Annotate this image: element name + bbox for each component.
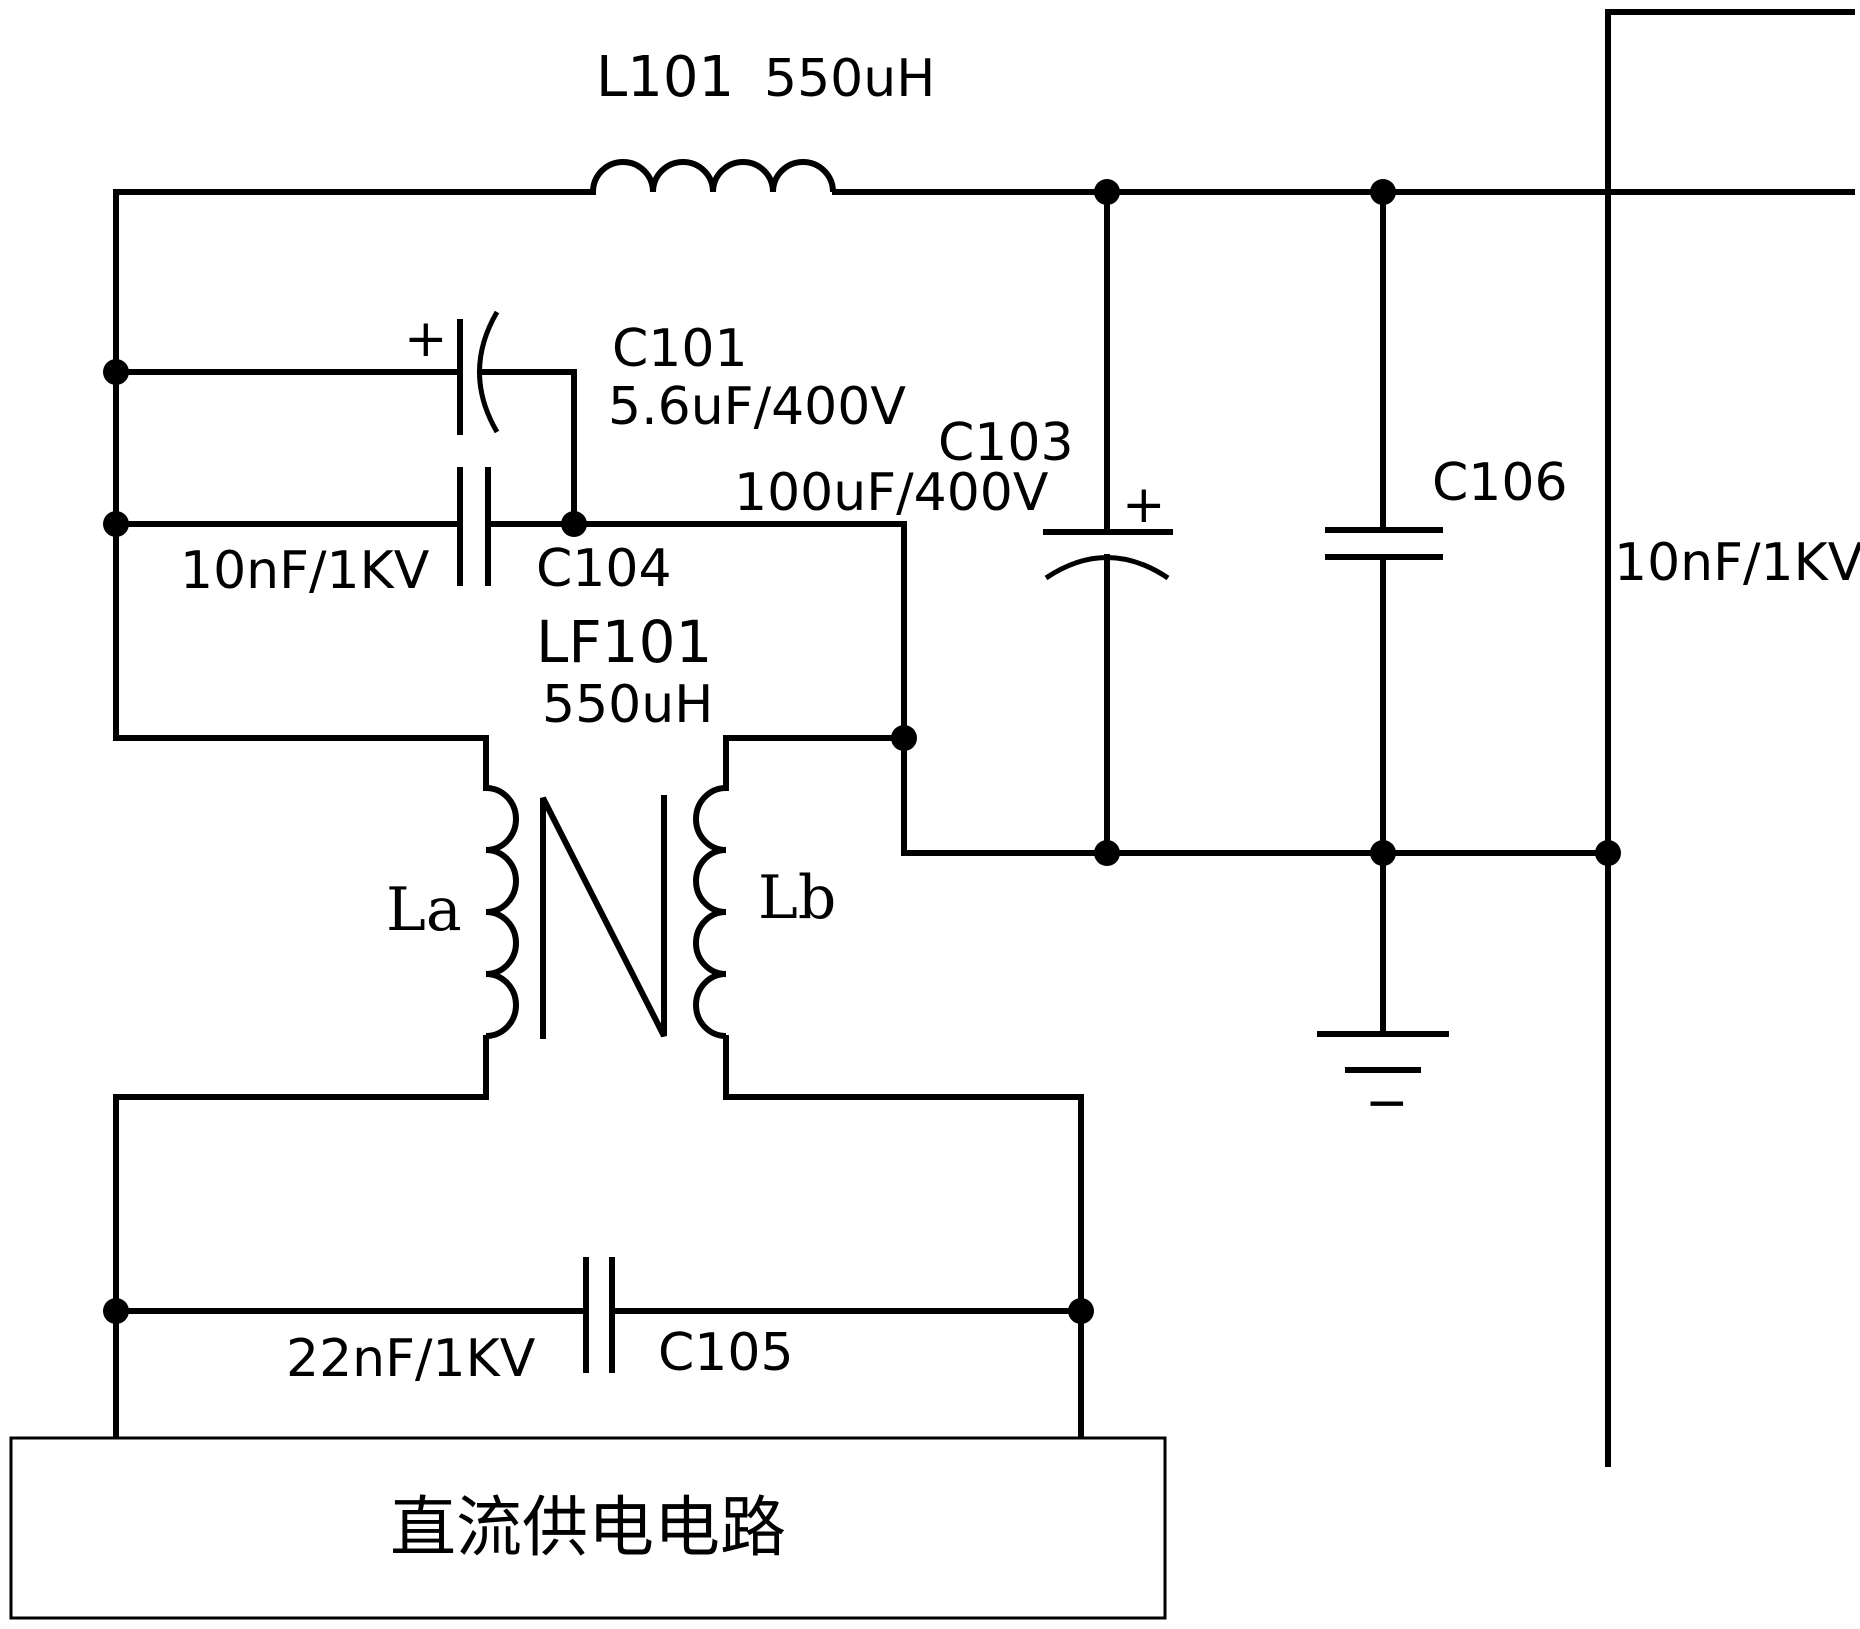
- la-label: La: [386, 875, 462, 945]
- c103-plus-sign: +: [1122, 475, 1166, 535]
- c105-capacitor: [586, 1260, 612, 1370]
- lf101-label: LF101: [536, 608, 712, 676]
- lb-label: Lb: [758, 863, 836, 933]
- c105-value: 22nF/1KV: [286, 1329, 536, 1389]
- c106-capacitor: [1328, 530, 1440, 557]
- junction-nodes: [103, 179, 1621, 1324]
- dc-power-supply-block: 直流供电电路: [11, 1438, 1165, 1618]
- c106-value: 10nF/1KV: [1614, 533, 1860, 593]
- l101-value: 550uH: [764, 49, 935, 109]
- ground-symbol: −: [1320, 1034, 1446, 1133]
- choke-core: [543, 798, 664, 1036]
- c101-value: 5.6uF/400V: [608, 377, 906, 437]
- c104-capacitor: [460, 470, 488, 583]
- c101-plus-sign: +: [404, 309, 448, 369]
- c104-label: C104: [536, 539, 672, 599]
- c105-label: C105: [658, 1323, 794, 1383]
- la-winding: [486, 788, 516, 1036]
- lf101-value: 550uH: [542, 675, 713, 735]
- lb-winding: [696, 788, 726, 1036]
- ground-minus-sign: −: [1365, 1073, 1409, 1133]
- c103-value: 100uF/400V: [734, 463, 1049, 523]
- l101-label: L101: [596, 45, 734, 110]
- c106-label: C106: [1432, 453, 1568, 513]
- c104-value: 10nF/1KV: [180, 541, 430, 601]
- c101-label: C101: [612, 319, 748, 379]
- block-label: 直流供电电路: [390, 1489, 786, 1566]
- wires: [116, 12, 1852, 1464]
- l101-inductor: [593, 162, 833, 192]
- lf101-choke: [486, 788, 726, 1036]
